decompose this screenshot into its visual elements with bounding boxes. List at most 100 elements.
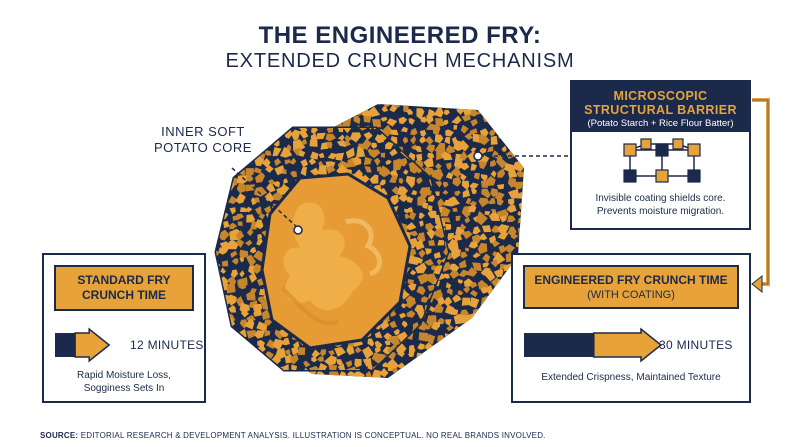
coating-chip xyxy=(469,128,478,136)
coating-chip xyxy=(282,337,290,346)
coating-chip xyxy=(523,222,524,232)
coating-chip xyxy=(261,309,272,320)
coating-chip xyxy=(490,170,497,178)
coating-chip xyxy=(503,244,516,254)
coating-chip xyxy=(258,128,269,132)
coating-chip xyxy=(222,368,229,370)
coating-chip xyxy=(402,366,413,370)
core-pointer-line xyxy=(231,167,299,229)
coating-chip xyxy=(315,132,326,140)
coating-chip xyxy=(502,106,514,114)
coating-chip xyxy=(408,344,416,353)
coating-chip xyxy=(258,128,267,138)
coating-chip xyxy=(226,112,229,123)
coating-chip xyxy=(349,132,362,143)
coating-chip xyxy=(453,341,461,348)
coating-chip xyxy=(226,339,229,349)
coating-chip xyxy=(381,106,389,112)
coating-chip xyxy=(425,188,432,196)
connector-arrow xyxy=(752,98,770,286)
coating-chip xyxy=(453,125,458,130)
coating-chip xyxy=(416,108,425,120)
coating-chip xyxy=(408,350,415,357)
coating-chip xyxy=(505,117,513,124)
coating-chip xyxy=(510,232,519,240)
coating-chip xyxy=(226,165,233,173)
coating-chip xyxy=(335,152,344,161)
coating-chip xyxy=(497,324,504,331)
coating-chip xyxy=(289,157,297,165)
coating-chip xyxy=(518,116,524,128)
coating-chip xyxy=(505,126,515,136)
coating-chip xyxy=(226,108,235,118)
coating-chip xyxy=(229,207,236,215)
coating-chip xyxy=(293,109,302,118)
coating-chip xyxy=(462,374,473,378)
coating-chip xyxy=(227,379,237,388)
coating-chip xyxy=(436,343,444,352)
coating-chip xyxy=(300,375,308,378)
barrier-title-line1: MICROSCOPIC xyxy=(613,89,708,103)
coating-chip xyxy=(493,98,499,103)
coating-chip xyxy=(256,357,265,368)
coating-chip xyxy=(220,187,226,193)
coating-chip xyxy=(496,289,507,299)
coating-chip xyxy=(424,258,434,266)
coating-chip xyxy=(409,166,418,174)
coating-chip xyxy=(397,186,409,196)
coating-chip xyxy=(217,162,222,168)
coating-chip xyxy=(278,104,291,116)
coating-chip xyxy=(246,314,256,323)
coating-chip xyxy=(474,172,480,180)
coating-chip xyxy=(276,116,283,123)
coating-chip xyxy=(490,368,499,378)
coating-chip xyxy=(437,240,444,246)
coating-chip xyxy=(527,161,533,167)
coating-chip xyxy=(485,303,495,314)
coating-chip xyxy=(375,104,381,105)
coating-chip xyxy=(337,134,345,141)
coating-chip xyxy=(417,343,425,350)
coating-chip xyxy=(481,188,491,199)
coating-chip xyxy=(458,139,470,152)
coating-chip xyxy=(328,350,335,356)
coating-chip xyxy=(217,206,224,211)
coating-chip xyxy=(264,329,271,337)
coating-chip xyxy=(286,144,292,152)
coating-chip xyxy=(426,228,436,240)
coating-chip xyxy=(489,106,496,113)
barrier-title-line2: STRUCTURAL BARRIER xyxy=(584,103,737,117)
coating-chip xyxy=(472,133,481,143)
coating-chip xyxy=(429,305,437,313)
coating-chip xyxy=(470,108,479,117)
coating-chip xyxy=(425,273,438,285)
coating-chip xyxy=(299,104,308,105)
coating-chip xyxy=(379,377,385,378)
coating-chip xyxy=(246,214,256,223)
coating-chip xyxy=(311,114,322,128)
coating-chip xyxy=(258,212,265,220)
coating-chip xyxy=(217,358,224,365)
coating-chip xyxy=(241,369,247,370)
coating-chip xyxy=(479,128,489,137)
coating-chip xyxy=(469,281,478,289)
coating-chip xyxy=(515,125,523,135)
coating-chip xyxy=(228,239,239,250)
coating-chip xyxy=(472,226,481,235)
coating-chip xyxy=(310,151,319,160)
coating-chip xyxy=(264,370,273,378)
coating-chip xyxy=(465,197,472,205)
coating-chip xyxy=(352,156,362,166)
coating-chip xyxy=(357,128,368,131)
coating-chip xyxy=(226,341,235,353)
coating-chip xyxy=(441,344,448,354)
coating-chip xyxy=(226,155,232,166)
coating-chip xyxy=(216,179,218,187)
coating-chip xyxy=(464,132,473,140)
coating-chip xyxy=(424,352,431,358)
coating-chip xyxy=(403,104,409,113)
coating-chip xyxy=(216,304,222,317)
coating-chip xyxy=(421,296,429,303)
coating-chip xyxy=(445,145,456,154)
